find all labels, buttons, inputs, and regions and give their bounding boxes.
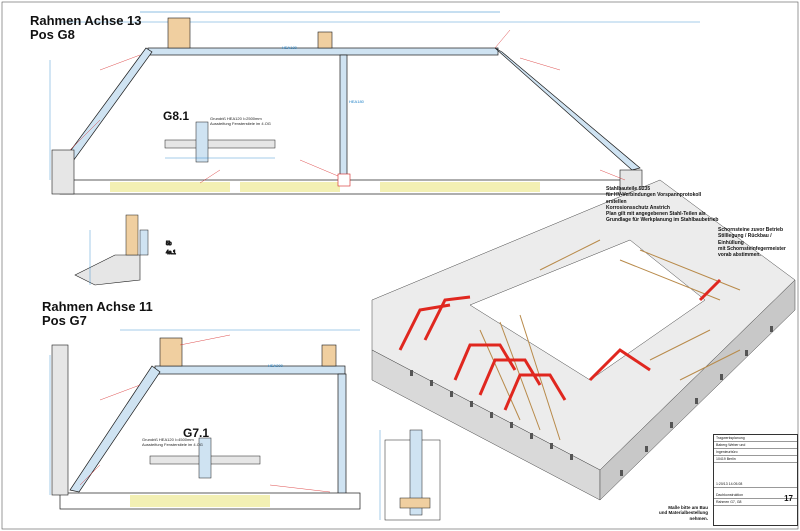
frame-top — [49, 11, 700, 195]
chimney-note-line: mit Schornsteinfegermeister — [718, 245, 786, 252]
detail-g8-1 — [164, 121, 276, 163]
steel-note-line: Grundlage für Werkplanung im Stahlbaubet… — [606, 217, 719, 224]
base-plate — [337, 173, 351, 187]
sand-fill — [240, 182, 340, 192]
detail-column-base — [379, 429, 441, 521]
red-callouts — [79, 334, 331, 493]
titleblock-row: 1:20/13 14.05.08 — [714, 481, 797, 488]
titleblock-row: Baberg Weber und — [714, 442, 797, 449]
bearing-block — [167, 17, 191, 49]
detail-top-note: Grundriß HEA120 l=2500mm Aussteifung Fen… — [210, 116, 271, 127]
titleblock-row: Dachkonstruktion — [714, 492, 797, 499]
left-wall — [51, 344, 69, 496]
titleblock-row: Ingenieurbüro — [714, 449, 797, 456]
beam-label-top: HEA180 — [282, 45, 297, 50]
svg-text:4a.1: 4a.1 — [166, 250, 176, 256]
site-measure-line: Maße bitte am Bau — [668, 505, 708, 510]
bearing-block — [317, 31, 333, 49]
chimney-notes: Schornsteine zuvor Betrieb Stilllegung /… — [718, 227, 798, 258]
top-beam — [154, 365, 346, 375]
title-frame-11-line2: Pos G7 — [42, 312, 87, 328]
chimney-note-line: vorab abstimmen. — [718, 252, 761, 258]
model-right-facade — [599, 279, 796, 501]
model-windows — [410, 326, 773, 476]
title-frame-13: Rahmen Achse 13 Pos G8 — [30, 14, 142, 41]
site-measure-line: und Materialbestellung — [658, 510, 708, 516]
svg-text:5b: 5b — [166, 241, 172, 247]
top-beam — [147, 47, 499, 56]
right-column — [337, 373, 347, 495]
title-block: Tragwerksplanung Baberg Weber und Ingeni… — [713, 434, 798, 526]
model-steel-frames — [398, 278, 722, 411]
sand-fill — [110, 182, 230, 192]
steel-note-line: Stahlbauteile S235 — [606, 186, 651, 192]
title-frame-11: Rahmen Achse 11 Pos G7 — [42, 300, 153, 327]
steel-notes: Stahlbauteile S235 für HV-Verbindungen V… — [606, 186, 756, 224]
beam-label-bottom: HEA200 — [268, 363, 283, 368]
center-column — [339, 54, 348, 181]
titleblock-row: 10419 Berlin — [714, 456, 797, 463]
model-courtyard — [469, 239, 706, 381]
detail-label-g7-1: G7.1 — [183, 426, 210, 440]
sand-fill — [130, 495, 270, 507]
detail-bottom-note-line2: Aussteifung Fensterstiele im 4.OG — [142, 441, 203, 447]
title-frame-13-line1: Rahmen Achse 13 — [30, 13, 142, 28]
site-measure-note: Maße bitte am Bau und Materialbestellung… — [638, 505, 708, 521]
detail-bottom-note-line1: Grundriß HEA120 l=4500mm — [142, 437, 194, 442]
frame-bottom — [49, 329, 361, 510]
detail-g7-1 — [149, 437, 261, 479]
title-frame-11-line1: Rahmen Achse 11 — [42, 299, 153, 314]
building-3d-model — [371, 179, 796, 501]
detail-eave: 5b 4a.1 — [74, 214, 176, 286]
steel-note-line: Plan gilt mit angegebenen Stahl-Teilen a… — [606, 211, 706, 217]
steel-note-line: erstellen — [606, 198, 627, 205]
chimney-note-line: Stilllegung / Rückbau / Einhüllung — [718, 233, 772, 246]
bearing-block — [159, 337, 183, 367]
detail-top-note-line1: Grundriß HEA120 l=2500mm — [210, 116, 262, 121]
steel-note-line: Korrosionsschutz Anstrich — [606, 204, 670, 211]
chimney-note-line: Schornsteine zuvor Betrieb — [718, 227, 784, 233]
detail-label-g8-1: G8.1 — [163, 109, 190, 123]
column-label: HEA180 — [349, 99, 364, 104]
left-wall — [51, 149, 75, 195]
title-frame-13-line2: Pos G8 — [30, 26, 75, 42]
red-callouts — [69, 29, 626, 184]
detail-bottom-note: Grundriß HEA120 l=4500mm Aussteifung Fen… — [142, 437, 203, 448]
left-rafter — [69, 365, 161, 493]
bearing-block — [321, 344, 337, 367]
titleblock-row: Rahmen G7, G8 — [714, 499, 797, 506]
sand-fill — [380, 182, 540, 192]
model-timber — [479, 239, 741, 441]
steel-note-line: für HV-Verbindungen Vorspannprotokoll — [606, 192, 702, 199]
sheet-number: 17 — [784, 494, 793, 503]
right-rafter — [494, 47, 641, 171]
detail-top-note-line2: Aussteifung Fensterstiele im 4.OG — [210, 120, 271, 126]
site-measure-line: nehmen. — [689, 515, 708, 521]
titleblock-row: Tragwerksplanung — [714, 435, 797, 442]
